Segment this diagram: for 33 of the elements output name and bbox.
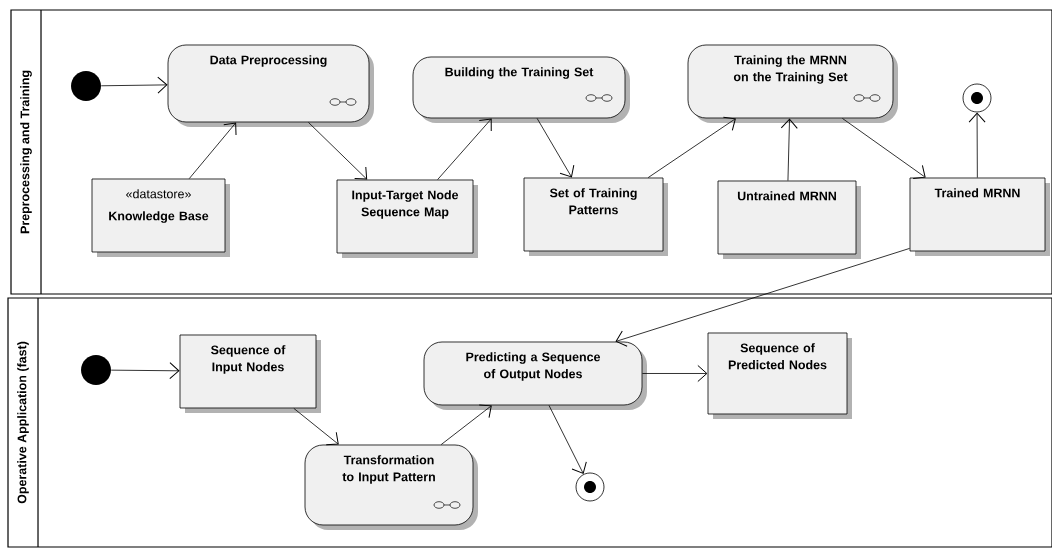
final-node [575, 472, 605, 502]
object-box: Trained MRNN [909, 177, 1050, 256]
arrow [647, 116, 736, 178]
object-box: Sequence of Predicted Nodes [707, 332, 852, 419]
initial-node [81, 355, 111, 385]
arrow [642, 365, 708, 382]
object-box: Set of Training Patterns [523, 177, 668, 256]
object-box: Untrained MRNN [717, 180, 861, 259]
final-node [962, 83, 992, 113]
arrow [308, 122, 368, 180]
lane-title: Operative Application (fast) [17, 341, 29, 504]
arrow [780, 118, 798, 181]
object-box: «datastore» Knowledge Base [91, 178, 230, 257]
action-box: Predicting a Sequence of Output Nodes [423, 341, 647, 410]
arrow [842, 118, 926, 179]
action-box: Training the MRNN on the Training Set [687, 44, 898, 123]
arrow [968, 112, 986, 178]
action-box: Data Preprocessing [167, 44, 374, 127]
arrow [536, 118, 575, 178]
initial-node [71, 71, 101, 101]
arrow [437, 118, 492, 180]
action-box: Transformation to Input Pattern [304, 444, 478, 530]
arrow [440, 404, 492, 445]
object-box: Sequence of Input Nodes [179, 334, 321, 413]
arrow [100, 76, 168, 94]
object-box: Input-Target Node Sequence Map [336, 179, 478, 258]
action-box: Building the Training Set [412, 56, 630, 123]
arrow [548, 405, 587, 474]
arrow [188, 122, 237, 179]
arrow [293, 408, 339, 446]
arrow [615, 248, 910, 347]
lane-title: Preprocessing and Training [20, 70, 32, 234]
arrow [110, 362, 180, 380]
